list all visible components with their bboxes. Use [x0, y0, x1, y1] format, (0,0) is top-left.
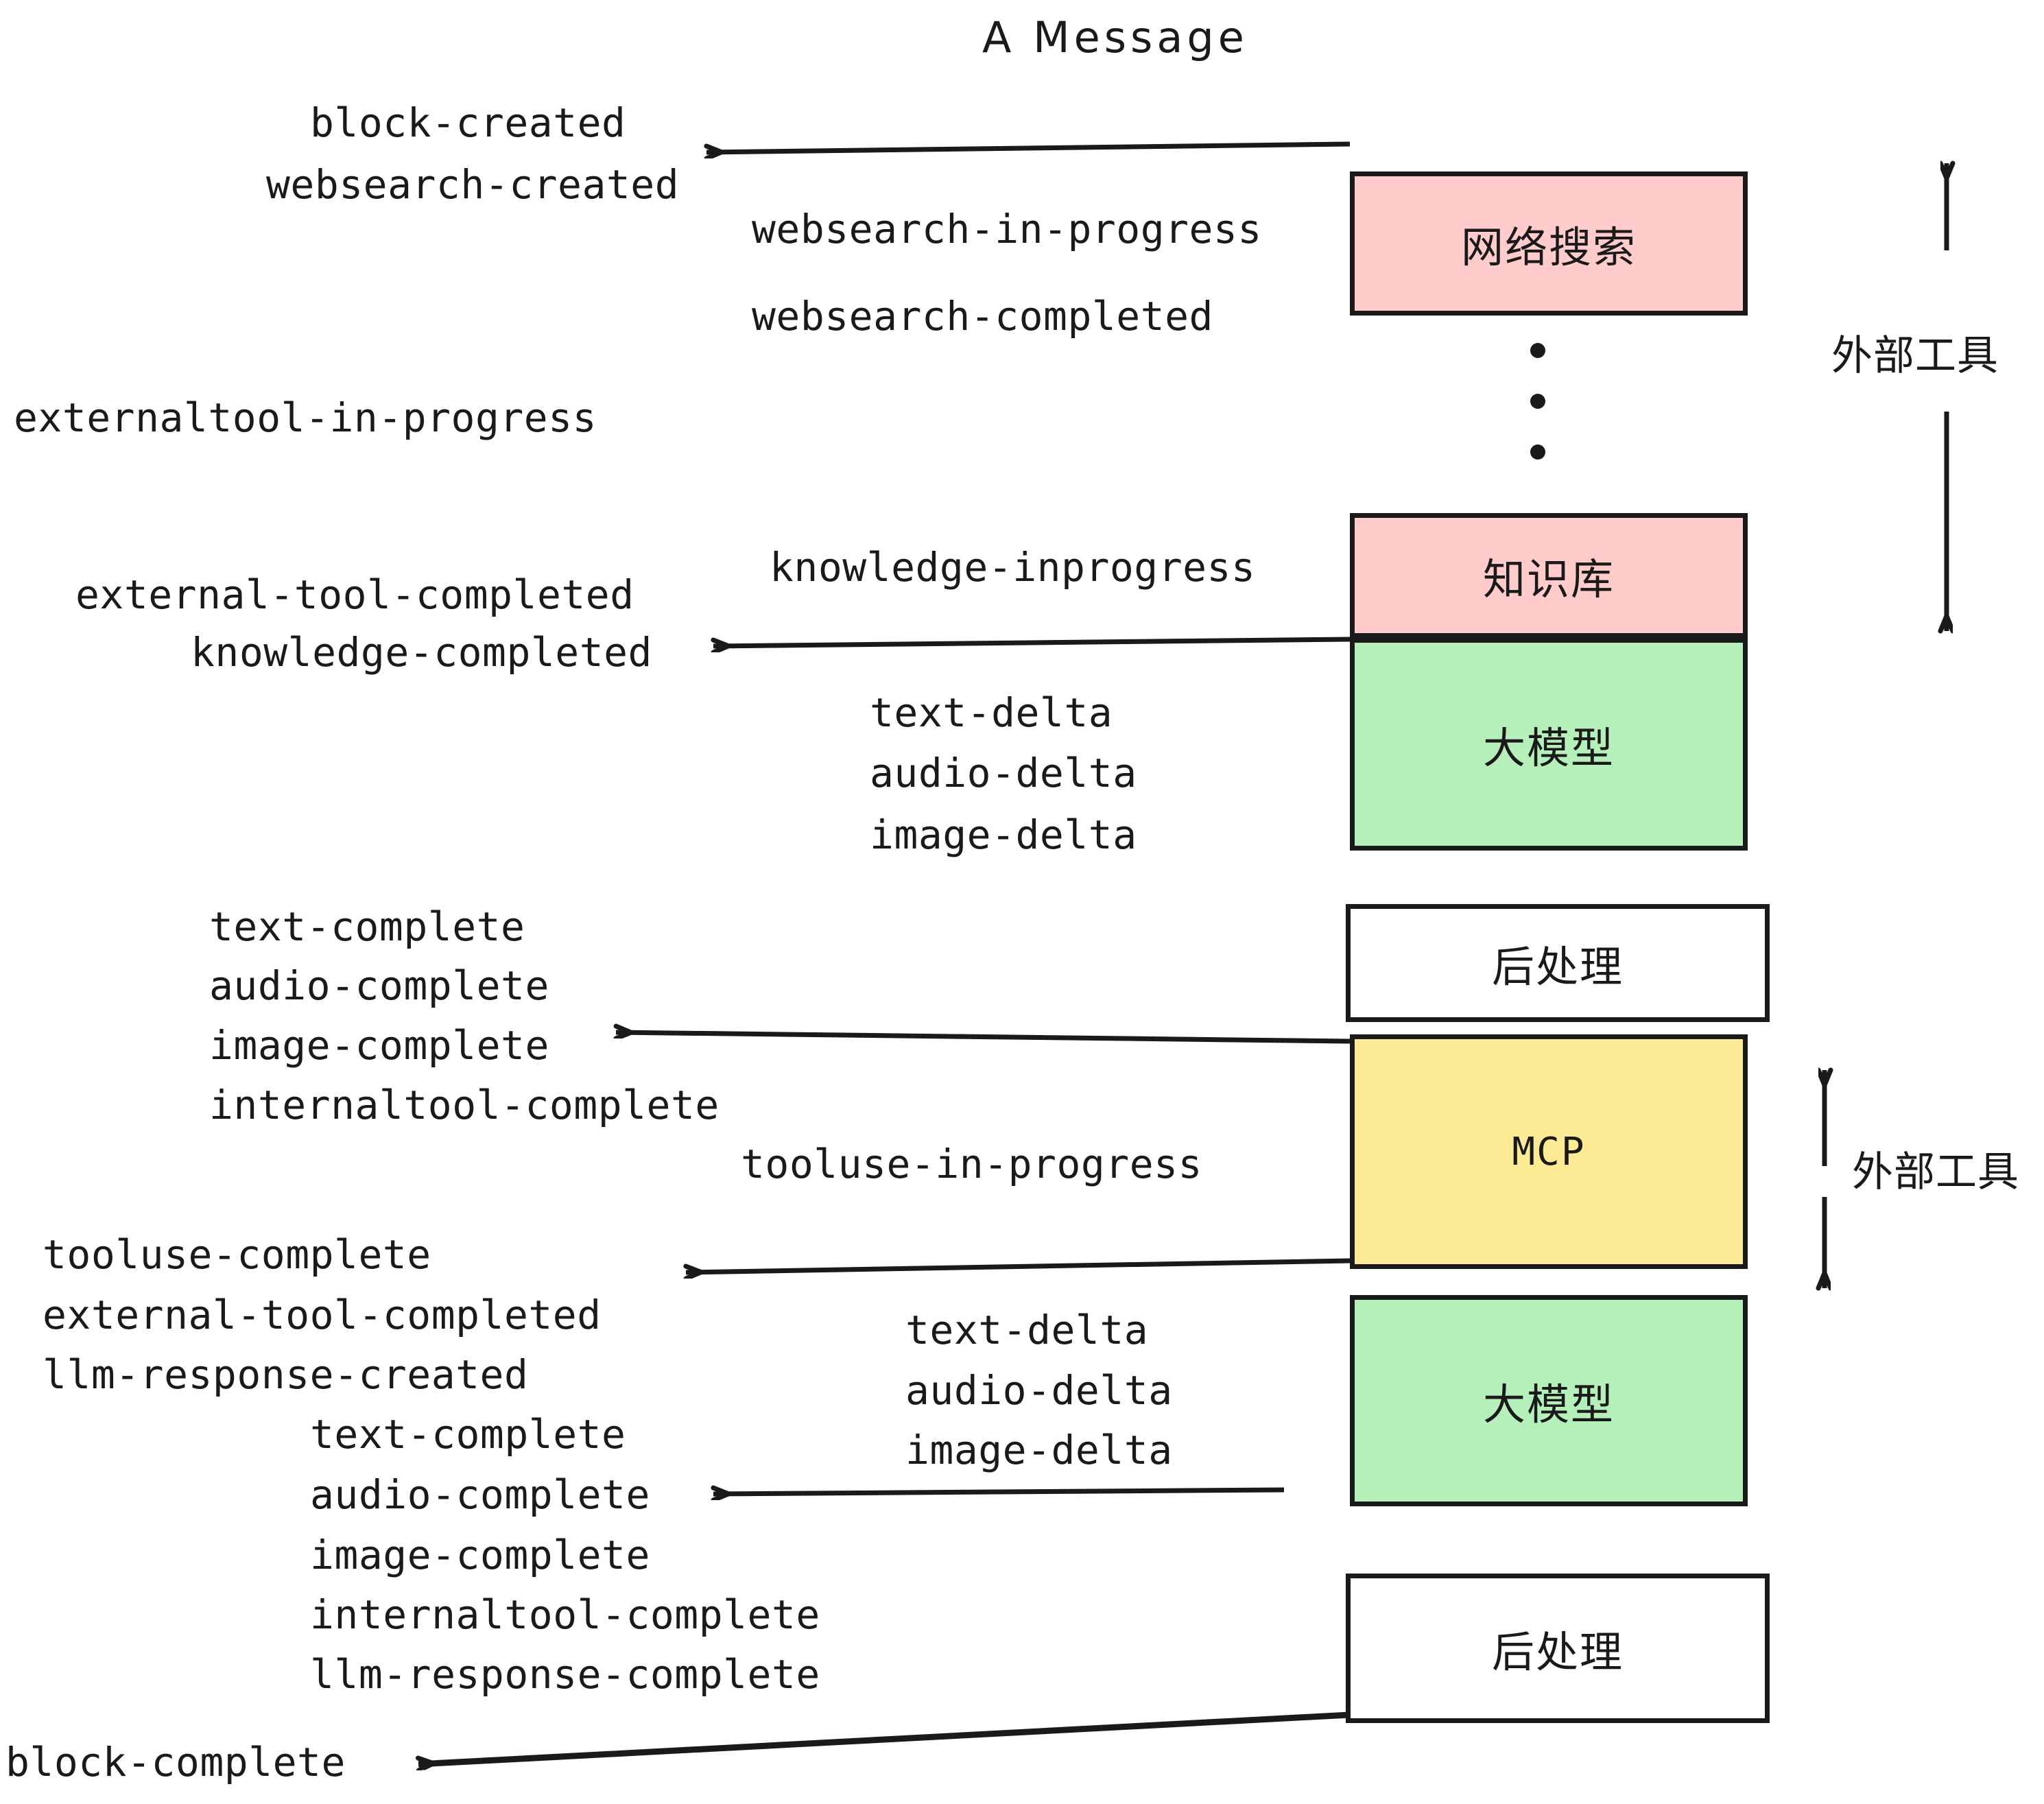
event-knowledge-inprogress: knowledge-inprogress [770, 544, 1256, 591]
event-internaltool-complete-2: internaltool-complete [310, 1591, 820, 1638]
node-post-top-label: 后处理 [1491, 942, 1624, 992]
event-image-delta-1: image-delta [870, 811, 1137, 858]
event-block-complete: block-complete [5, 1739, 346, 1785]
ellipsis-dots [1530, 343, 1546, 460]
node-knowledge[interactable]: 知识库 [1350, 513, 1748, 638]
event-block-created: block-created [310, 99, 626, 146]
arrow-llm-to-audio-complete [713, 1490, 1285, 1494]
node-llm-top-label: 大模型 [1482, 723, 1615, 773]
event-llm-response-complete: llm-response-complete [310, 1651, 820, 1698]
node-websearch[interactable]: 网络搜索 [1350, 171, 1748, 316]
node-post-top[interactable]: 后处理 [1346, 904, 1770, 1022]
node-post-bottom[interactable]: 后处理 [1346, 1574, 1770, 1723]
event-text-complete-1: text-complete [209, 903, 525, 950]
event-websearch-completed: websearch-completed [752, 293, 1213, 340]
side-label-external-tool-lower: 外部工具 [1852, 1148, 2019, 1196]
arrow-mcp-to-image-complete [616, 1032, 1351, 1044]
event-llm-response-created: llm-response-created [43, 1351, 529, 1398]
event-audio-complete-2: audio-complete [310, 1471, 650, 1518]
event-internaltool-complete-1: internaltool-complete [209, 1082, 720, 1128]
node-llm-bottom-label: 大模型 [1482, 1379, 1615, 1429]
node-websearch-label: 网络搜索 [1460, 222, 1637, 272]
arrow-websearch-to-block-created [706, 141, 1351, 152]
node-mcp-label: MCP [1512, 1129, 1586, 1174]
page-title: A Message [982, 12, 1248, 62]
arrow-llm-to-tooluse-complete [686, 1258, 1351, 1272]
event-tooluse-in-progress: tooluse-in-progress [741, 1141, 1202, 1187]
side-label-external-tool-upper: 外部工具 [1831, 332, 1999, 380]
event-image-complete-1: image-complete [209, 1022, 549, 1069]
arrow-post-to-block-complete [418, 1711, 1351, 1764]
event-external-tool-completed-2: external-tool-completed [43, 1292, 602, 1338]
event-audio-delta-1: audio-delta [870, 750, 1137, 796]
event-external-tool-completed-1: external-tool-completed [75, 571, 634, 618]
event-tooluse-complete: tooluse-complete [43, 1231, 431, 1278]
event-externaltool-in-progress: externaltool-in-progress [14, 394, 597, 441]
event-text-delta-2: text-delta [905, 1307, 1149, 1353]
event-image-complete-2: image-complete [310, 1532, 650, 1578]
node-mcp[interactable]: MCP [1350, 1034, 1748, 1269]
event-text-complete-2: text-complete [310, 1411, 626, 1458]
event-knowledge-completed: knowledge-completed [191, 629, 652, 676]
event-audio-complete-1: audio-complete [209, 962, 549, 1009]
node-knowledge-label: 知识库 [1482, 554, 1615, 604]
node-post-bottom-label: 后处理 [1491, 1627, 1624, 1677]
node-llm-top[interactable]: 大模型 [1350, 638, 1748, 851]
event-image-delta-2: image-delta [905, 1427, 1173, 1473]
event-websearch-in-progress: websearch-in-progress [752, 206, 1262, 252]
arrow-knowledge-to-knowledge-completed [713, 637, 1351, 646]
node-llm-bottom[interactable]: 大模型 [1350, 1295, 1748, 1506]
event-text-delta-1: text-delta [870, 689, 1113, 736]
event-audio-delta-2: audio-delta [905, 1367, 1173, 1414]
event-websearch-created: websearch-created [266, 161, 680, 208]
